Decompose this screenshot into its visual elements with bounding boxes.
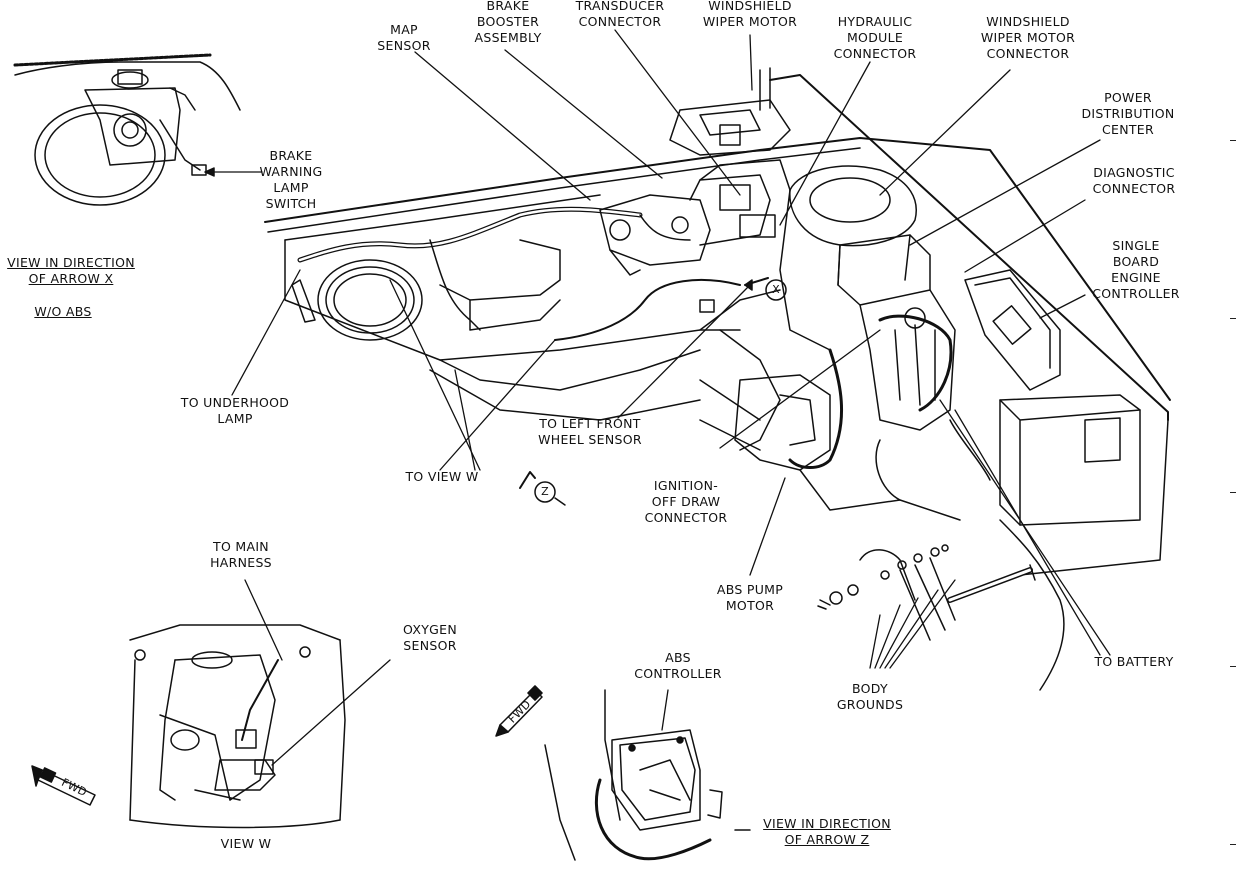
to-view-w-label: TO VIEW W [405, 469, 479, 484]
abs-controller-inset [544, 689, 751, 861]
fwd-arrow-icon-z [495, 685, 543, 737]
fwd-arrow-icon [31, 765, 96, 806]
to-battery-label: TO BATTERY [1094, 654, 1174, 669]
edge-tick [1230, 492, 1236, 493]
arrow-x-marker [744, 277, 787, 301]
marker-x-label: X [772, 283, 780, 296]
arrow-z-marker [519, 471, 566, 506]
edge-tick [1230, 140, 1236, 141]
edge-tick [1230, 318, 1236, 319]
edge-tick [1230, 666, 1236, 667]
booster-inset [13, 53, 263, 206]
leader-lines [231, 29, 1111, 669]
view-w-caption: VIEW W [220, 836, 272, 851]
engine-bay-drawing [264, 67, 1171, 691]
edge-tick [1230, 844, 1236, 845]
without-abs-caption: W/O ABS [34, 304, 92, 319]
view-w-inset [129, 579, 391, 829]
marker-z-label: Z [541, 485, 549, 498]
